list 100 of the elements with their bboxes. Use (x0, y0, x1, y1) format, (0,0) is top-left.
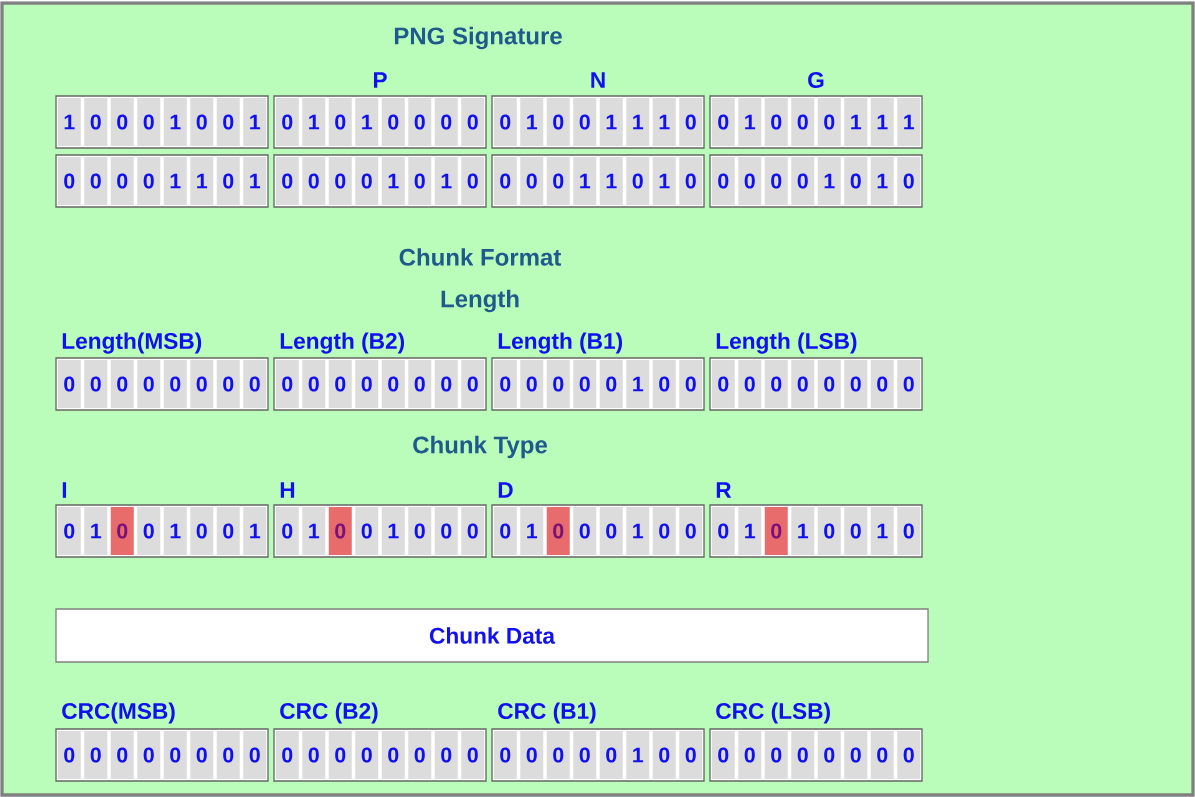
bit-cell: 0 (870, 360, 894, 408)
bit-cell: 0 (711, 157, 735, 205)
bit-cell: 1 (870, 157, 894, 205)
bit-cell: 0 (679, 731, 703, 779)
bit-cell: 0 (679, 360, 703, 408)
bit-cell: 1 (897, 98, 921, 146)
bit-cell: 0 (328, 507, 352, 555)
bit-cell: 0 (163, 731, 187, 779)
bit-cell: 0 (137, 507, 161, 555)
bit-cell: 0 (434, 360, 458, 408)
bit-cell: 0 (546, 98, 570, 146)
bit-cell: 0 (216, 157, 240, 205)
bit-cell: 0 (275, 157, 299, 205)
bit-cell: 0 (461, 731, 485, 779)
bit-cell: 0 (791, 157, 815, 205)
bit-cell: 0 (573, 360, 597, 408)
byte-label: Length (B1) (498, 332, 623, 354)
bit-cell: 1 (84, 507, 108, 555)
section-heading: Length (441, 289, 519, 313)
bit-cell: 0 (163, 360, 187, 408)
bit-cell: 0 (408, 157, 432, 205)
bit-cell: 0 (599, 360, 623, 408)
bit-cell: 1 (163, 507, 187, 555)
byte-label: Length (LSB) (716, 332, 857, 354)
bit-cell: 0 (137, 731, 161, 779)
bit-cell: 1 (243, 98, 267, 146)
bit-cell: 0 (243, 731, 267, 779)
bit-cell: 0 (137, 98, 161, 146)
bit-cell: 0 (302, 157, 326, 205)
bit-cell: 0 (328, 157, 352, 205)
byte-label: P (373, 72, 387, 88)
bit-cell: 0 (599, 731, 623, 779)
bit-cell: 0 (844, 157, 868, 205)
bit-cell: 0 (275, 731, 299, 779)
section-heading: PNG Signature (394, 26, 562, 50)
bit-cell: 0 (84, 360, 108, 408)
bit-cell: 0 (381, 360, 405, 408)
bit-cell: 1 (163, 98, 187, 146)
bit-cell: 0 (817, 98, 841, 146)
section-heading: Chunk Format (399, 248, 561, 266)
bit-cell: 0 (381, 731, 405, 779)
bit-cell: 0 (546, 731, 570, 779)
bit-cell: 0 (870, 731, 894, 779)
bit-cell: 0 (738, 731, 762, 779)
bit-cell: 0 (190, 98, 214, 146)
byte-label: R (716, 482, 732, 498)
bit-cell: 0 (275, 507, 299, 555)
bit-cell: 0 (434, 98, 458, 146)
bit-cell: 1 (599, 98, 623, 146)
bit-cell: 0 (679, 507, 703, 555)
bit-cell: 0 (216, 731, 240, 779)
bit-cell: 0 (408, 731, 432, 779)
bit-cell: 0 (216, 507, 240, 555)
bit-cell: 0 (275, 98, 299, 146)
bit-cell: 0 (216, 98, 240, 146)
bit-cell: 1 (817, 157, 841, 205)
bit-cell: 0 (434, 731, 458, 779)
byte-label: CRC (B1) (498, 702, 596, 724)
bit-cell: 0 (355, 507, 379, 555)
bit-cell: 1 (57, 98, 81, 146)
bit-cell: 0 (84, 98, 108, 146)
bit-cell: 0 (493, 507, 517, 555)
bit-cell: 1 (791, 507, 815, 555)
bit-cell: 1 (652, 157, 676, 205)
bit-cell: 0 (844, 731, 868, 779)
bit-cell: 0 (328, 731, 352, 779)
bit-cell: 0 (216, 360, 240, 408)
bit-cell: 1 (870, 507, 894, 555)
bit-cell: 0 (275, 360, 299, 408)
bit-cell: 1 (626, 507, 650, 555)
bit-cell: 1 (434, 157, 458, 205)
bit-cell: 0 (355, 360, 379, 408)
bit-cell: 0 (791, 731, 815, 779)
bit-cell: 0 (764, 507, 788, 555)
bit-cell: 0 (190, 731, 214, 779)
bit-cell: 0 (57, 507, 81, 555)
bit-cell: 0 (546, 157, 570, 205)
bit-cell: 0 (243, 360, 267, 408)
bit-cell: 0 (711, 731, 735, 779)
bit-cell: 0 (764, 157, 788, 205)
bit-cell: 0 (652, 360, 676, 408)
byte-label: CRC(MSB) (62, 702, 175, 724)
bit-cell: 0 (110, 157, 134, 205)
bit-cell: 0 (764, 731, 788, 779)
bit-cell: 1 (626, 98, 650, 146)
bit-cell: 1 (599, 157, 623, 205)
bit-cell: 0 (520, 157, 544, 205)
bit-cell: 1 (738, 98, 762, 146)
bit-cell: 0 (711, 507, 735, 555)
bit-cell: 0 (764, 98, 788, 146)
bit-cell: 0 (408, 98, 432, 146)
bit-cell: 0 (381, 98, 405, 146)
bit-cell: 0 (679, 157, 703, 205)
bit-cell: 0 (461, 360, 485, 408)
bit-cell: 0 (57, 360, 81, 408)
bit-cell: 1 (190, 157, 214, 205)
byte-label: H (280, 482, 295, 498)
bit-cell: 0 (461, 157, 485, 205)
bit-cell: 1 (520, 507, 544, 555)
byte-label: CRC (B2) (280, 702, 378, 724)
